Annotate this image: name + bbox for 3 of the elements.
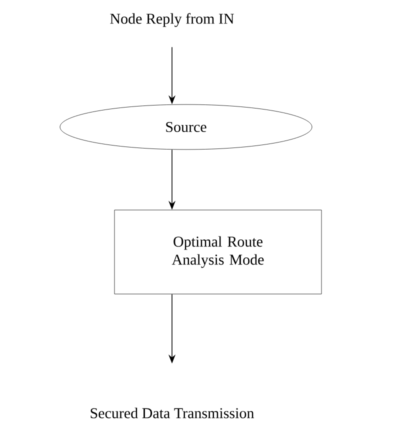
text-label: Node Reply from IN bbox=[110, 13, 234, 27]
text-label: Secured Data Transmission bbox=[90, 408, 254, 418]
process-box: Optimal Route Analysis Mode bbox=[114, 210, 322, 294]
